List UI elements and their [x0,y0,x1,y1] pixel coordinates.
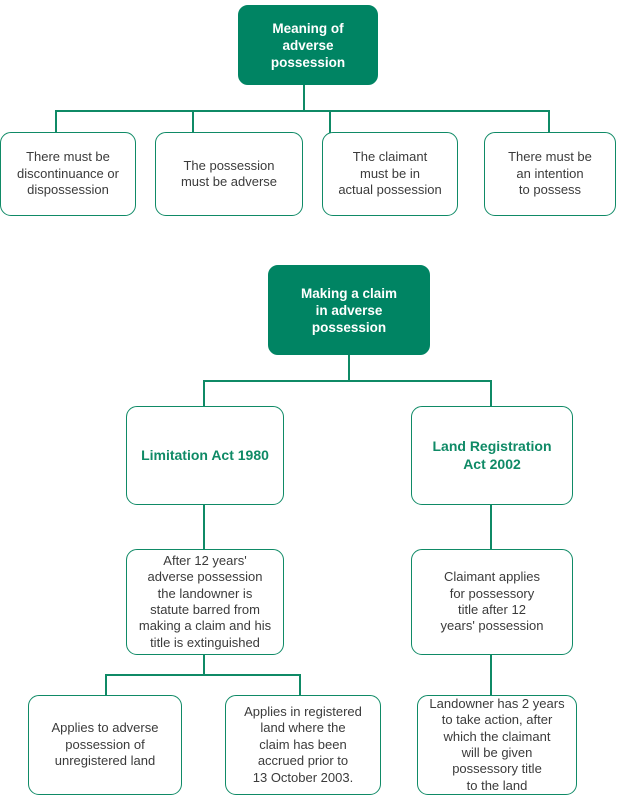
node-limitation-outcome-1: Applies to adverse possession of unregis… [28,695,182,795]
node-making-a-claim-root: Making a claim in adverse possession [268,265,430,355]
node-chart1-child-3: The claimant must be in actual possessio… [322,132,458,216]
node-meaning-of-adverse-possession-root: Meaning of adverse possession [238,5,378,85]
node-land-registration-act-detail: Claimant applies for possessory title af… [411,549,573,655]
connector-chart1-drop-3 [329,110,331,135]
connector-land-registration-heading-to-detail [490,505,492,550]
node-limitation-outcome-2: Applies in registered land where the cla… [225,695,381,795]
connector-chart2-root-stem [348,355,350,382]
connector-limitation-heading-to-detail [203,505,205,550]
connector-chart1-drop-1 [55,110,57,135]
node-chart1-child-2: The possession must be adverse [155,132,303,216]
connector-chart2-bus [203,380,492,382]
connector-land-registration-outcome-stem [490,655,492,696]
connector-chart1-root-stem [303,85,305,111]
connector-chart1-bus [55,110,550,112]
connector-limitation-outcome-drop-1 [105,674,107,696]
node-chart1-child-1: There must be discontinuance or disposse… [0,132,136,216]
connector-chart1-drop-4 [548,110,550,135]
connector-limitation-outcome-drop-2 [299,674,301,696]
connector-chart2-drop-left [203,380,205,407]
node-chart1-child-4: There must be an intention to possess [484,132,616,216]
node-limitation-act-detail: After 12 years' adverse possession the l… [126,549,284,655]
connector-limitation-detail-stem [203,655,205,676]
node-branch-limitation-act-1980-heading: Limitation Act 1980 [126,406,284,505]
node-land-registration-outcome-1: Landowner has 2 years to take action, af… [417,695,577,795]
connector-limitation-outcomes-bus [105,674,301,676]
connector-chart2-drop-right [490,380,492,407]
connector-chart1-drop-2 [192,110,194,135]
node-branch-land-registration-act-2002-heading: Land Registration Act 2002 [411,406,573,505]
